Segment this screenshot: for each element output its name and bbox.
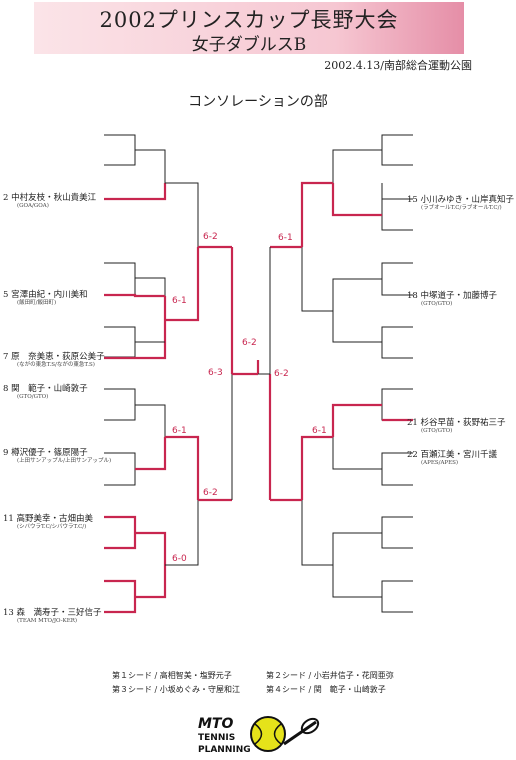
logo-text-2: TENNIS [198, 733, 235, 743]
seed-4: 第４シード / 関 範子・山崎敦子 [266, 685, 386, 694]
match-score-final: 6-2 [242, 338, 257, 348]
racket-icon [283, 720, 317, 746]
player-clubs: (上田サンアップル/上田サンアップル) [17, 458, 112, 464]
player-clubs: (ながの東急T.S/ながの東急T.S) [17, 362, 95, 368]
match-score: 6-2 [203, 232, 218, 242]
bracket-line [332, 565, 382, 598]
bracket-line [381, 326, 413, 359]
winner-path-line [104, 293, 165, 298]
bracket-line [381, 388, 413, 421]
player-names: 7 原 奈美恵・荻原公美子 [3, 352, 105, 362]
bracket-line [332, 532, 382, 565]
winner-path-line [331, 403, 382, 437]
bracket-line [104, 262, 136, 296]
player-entry-left: 7 原 奈美恵・荻原公美子 (ながの東急T.S/ながの東急T.S) [3, 352, 105, 369]
winner-path-line [300, 435, 333, 500]
player-entry-right: 21 杉谷早苗・荻野祐三子 (GTO/GTO) [407, 418, 506, 435]
player-names: 21 杉谷早苗・荻野祐三子 [407, 418, 506, 428]
bracket-line [381, 580, 413, 613]
seed-3: 第３シード / 小坂めぐみ・守屋和江 [112, 685, 241, 694]
player-clubs: (飯田町/飯田町) [17, 300, 57, 306]
player-names: 9 樽沢優子・篠原陽子 [3, 448, 88, 458]
logo-text-1: MTO [198, 716, 233, 732]
bracket-line [104, 516, 136, 549]
winner-path-line [104, 296, 167, 360]
match-score: 6-1 [172, 426, 187, 436]
logo-text-3: PLANNING [198, 745, 251, 755]
player-entry-right: 22 百瀬江美・宮川千議 (APES/APES) [407, 450, 497, 467]
player-entry-left: 9 樽沢優子・篠原陽子 (上田サンアップル/上田サンアップル) [3, 448, 111, 465]
player-clubs: (GTO/GTO) [421, 428, 453, 434]
bracket-line [381, 183, 413, 200]
bracket-line [332, 149, 382, 183]
match-score: 6-1 [172, 296, 187, 306]
bracket-line [104, 326, 136, 358]
player-clubs: (GTO/GTO) [421, 301, 453, 307]
match-score: 6-2 [274, 369, 289, 379]
player-entry-right: 15 小川みゆき・山岸真知子 (ラブオールT.C/ラブオールT.C/) [407, 195, 514, 212]
winner-path-line [300, 181, 333, 247]
title-banner: 2002プリンスカップ長野大会 女子ダブルスB [34, 2, 464, 55]
section-title: コンソレーションの部 [188, 94, 328, 110]
player-names: 13 森 満寿子・三好信子 [3, 608, 102, 618]
player-names: 22 百瀬江美・宮川千議 [407, 450, 498, 460]
page-title: 2002プリンスカップ長野大会 [99, 8, 399, 32]
bracket-line [135, 149, 166, 183]
player-entry-left: 11 高野美幸・古畑由美 (シバウラT.C/シバウラT.C/) [3, 514, 93, 531]
player-clubs: (TEAM MTO/JO-KER) [17, 618, 78, 624]
bracket-line [104, 134, 136, 166]
player-clubs: (APES/APES) [421, 460, 459, 466]
player-clubs: (ラブオールT.C/ラブオールT.C/) [421, 205, 502, 211]
winner-path-line [104, 515, 137, 550]
bracket-line [135, 277, 166, 296]
seed-1: 第１シード / 高相智美・塩野元子 [112, 671, 232, 680]
seed-2: 第２シード / 小岩井信子・花岡亜弥 [266, 671, 394, 680]
winner-path-line [165, 247, 200, 322]
player-entry-right: 18 中塚道子・加藤博子 (GTO/GTO) [407, 291, 497, 308]
player-entry-left: 2 中村友枝・秋山貴美江 (GOA/GOA) [3, 193, 96, 210]
bracket-line [381, 134, 413, 166]
bracket-line [104, 388, 136, 421]
winner-path-line [165, 435, 200, 500]
bracket-line [332, 437, 382, 470]
winner-path-line [135, 437, 167, 471]
bracket-line [301, 500, 333, 566]
player-entry-left: 5 宮澤由紀・内川美和 (飯田町/飯田町) [3, 290, 88, 307]
winner-path-line [135, 565, 167, 599]
mto-logo: MTO TENNIS PLANNING [192, 714, 324, 756]
player-names: 8 関 範子・山崎敦子 [3, 384, 88, 394]
winner-path-line [331, 183, 382, 217]
bracket-line [332, 278, 413, 311]
bracket-line [381, 516, 413, 549]
bracket-line [104, 388, 136, 421]
player-names: 5 宮澤由紀・内川美和 [3, 290, 88, 300]
bracket-line [301, 247, 333, 312]
bracket-line [104, 580, 136, 613]
player-clubs: (GOA/GOA) [17, 203, 49, 209]
player-names: 11 高野美幸・古畑由美 [3, 514, 94, 524]
player-clubs: (シバウラT.C/シバウラT.C/) [17, 524, 87, 530]
winner-path-line [104, 579, 137, 614]
bracket-line [332, 311, 382, 343]
match-score: 6-1 [278, 233, 293, 243]
player-entry-left: 8 関 範子・山崎敦子 (GTO/GTO) [3, 384, 88, 401]
player-names: 2 中村友枝・秋山貴美江 [3, 193, 97, 203]
player-entry-left: 13 森 満寿子・三好信子 (TEAM MTO/JO-KER) [3, 608, 102, 625]
event-subtitle: 女子ダブルスB [191, 35, 307, 55]
winner-path-line [135, 531, 167, 565]
match-score: 6-3 [208, 368, 223, 378]
bracket-line [135, 404, 166, 437]
bracket-line [165, 500, 199, 566]
player-clubs: (GTO/GTO) [17, 394, 49, 400]
player-names: 18 中塚道子・加藤博子 [407, 291, 498, 301]
match-score: 6-0 [172, 554, 187, 564]
bracket-line [165, 182, 199, 247]
tennis-ball-icon [250, 716, 286, 752]
match-score: 6-2 [203, 488, 218, 498]
match-score: 6-1 [312, 426, 327, 436]
date-venue: 2002.4.13/南部総合運動公園 [324, 59, 472, 72]
player-names: 15 小川みゆき・山岸真知子 [407, 195, 515, 205]
winner-path-line [104, 183, 167, 201]
